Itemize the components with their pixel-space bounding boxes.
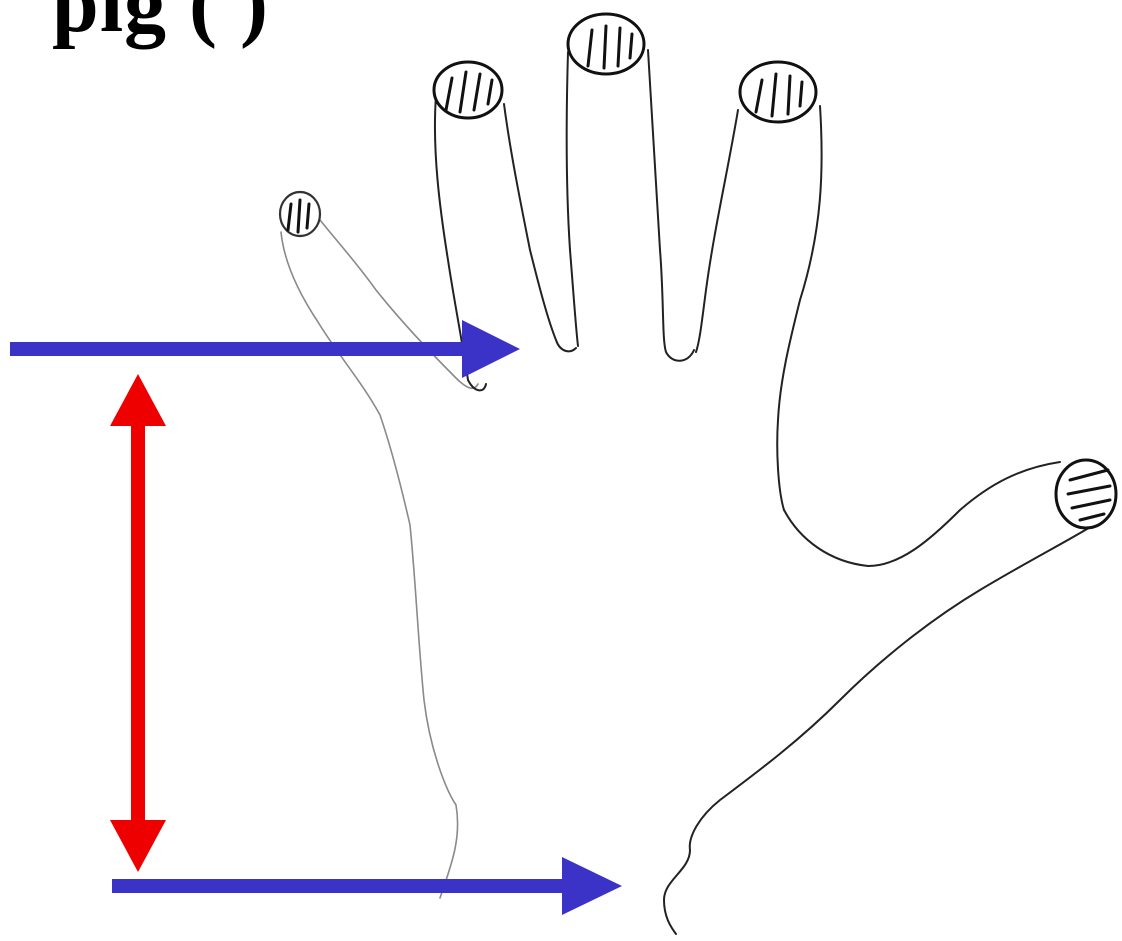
span-double-arrow [110, 374, 166, 872]
index-finger-nail-icon [740, 62, 816, 122]
upper-measure-arrow [10, 320, 520, 378]
thumb-outline [664, 462, 1102, 934]
index-finger-outline [696, 106, 822, 510]
middle-finger-outline [567, 50, 694, 361]
lower-measure-arrow [112, 857, 622, 915]
little-finger-outline [281, 232, 458, 898]
